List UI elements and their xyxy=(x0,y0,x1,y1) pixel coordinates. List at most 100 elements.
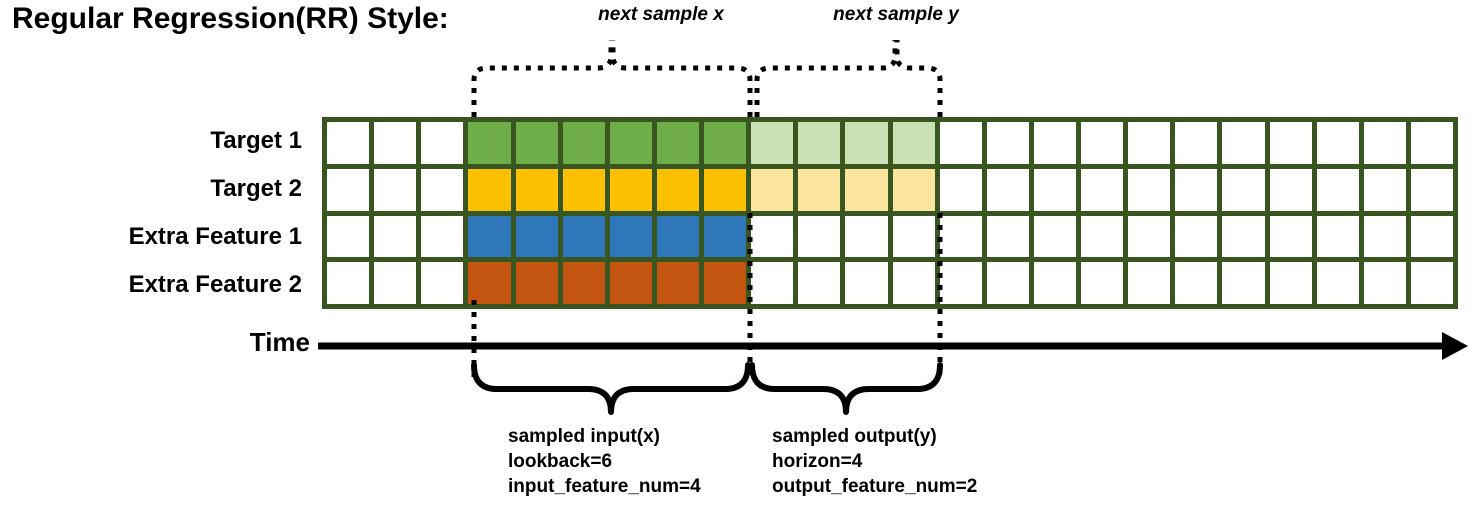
grid-cell xyxy=(656,122,699,164)
grid-cell xyxy=(327,122,370,164)
grid-cell xyxy=(798,122,841,164)
grid-cell xyxy=(1128,122,1171,164)
grid-cell xyxy=(562,215,605,258)
grid-cell xyxy=(515,215,558,258)
grid-cell xyxy=(1128,262,1171,304)
grid-cell xyxy=(1033,215,1076,258)
grid-cell xyxy=(892,168,935,211)
grid-cell xyxy=(1081,215,1124,258)
row-label-extra-feature-1: Extra Feature 1 xyxy=(128,223,302,250)
grid-cell xyxy=(986,168,1029,211)
grid-cell xyxy=(515,122,558,164)
grid-cell xyxy=(1175,122,1218,164)
grid-cell xyxy=(1081,168,1124,211)
row-label-extra-feature-2: Extra Feature 2 xyxy=(128,271,302,298)
grid-cell xyxy=(704,262,747,304)
grid-cell xyxy=(1410,262,1453,304)
grid-cell xyxy=(1081,262,1124,304)
grid-cell xyxy=(1363,168,1406,211)
grid-cell xyxy=(327,215,370,258)
grid-cell xyxy=(1363,262,1406,304)
grid-cell xyxy=(468,215,511,258)
grid-cell xyxy=(421,122,464,164)
timeseries-grid xyxy=(322,117,1458,309)
grid-cell xyxy=(562,122,605,164)
row-label-target-1: Target 1 xyxy=(210,127,302,154)
grid-cell xyxy=(468,168,511,211)
grid-cell xyxy=(515,168,558,211)
grid-cell xyxy=(656,215,699,258)
caption-sampled-output: sampled output(y) horizon=4 output_featu… xyxy=(772,424,977,499)
grid-cell xyxy=(1316,168,1359,211)
grid-cell xyxy=(1175,168,1218,211)
grid-cell xyxy=(939,215,982,258)
grid-cell xyxy=(1410,168,1453,211)
annotation-next-sample-y: next sample y xyxy=(833,4,959,25)
grid-cell xyxy=(1222,122,1265,164)
annotation-next-sample-x: next sample x xyxy=(598,4,724,25)
grid-cell xyxy=(515,262,558,304)
grid-cell xyxy=(1363,215,1406,258)
grid-cell xyxy=(1222,215,1265,258)
caption-sampled-input: sampled input(x) lookback=6 input_featur… xyxy=(508,424,701,499)
grid-cell xyxy=(1175,215,1218,258)
caption-output-line-1: sampled output(y) xyxy=(772,426,937,447)
grid-cell xyxy=(421,215,464,258)
caption-input-line-1: sampled input(x) xyxy=(508,426,661,447)
grid-cell xyxy=(656,168,699,211)
grid-cell xyxy=(845,168,888,211)
grid-cell xyxy=(327,262,370,304)
grid-cell xyxy=(986,122,1029,164)
grid-cell xyxy=(845,122,888,164)
grid-cell xyxy=(1363,122,1406,164)
grid-cell xyxy=(1128,168,1171,211)
grid-cell xyxy=(609,168,652,211)
caption-input-line-2: lookback=6 xyxy=(508,451,613,472)
grid-cell xyxy=(1269,122,1312,164)
grid-cell xyxy=(609,215,652,258)
grid-cell xyxy=(1269,262,1312,304)
grid-cell xyxy=(939,122,982,164)
grid-cell xyxy=(468,122,511,164)
grid-cell xyxy=(1033,262,1076,304)
page-title: Regular Regression(RR) Style: xyxy=(12,2,449,35)
grid-cell xyxy=(751,215,794,258)
caption-output-line-2: horizon=4 xyxy=(772,451,863,472)
grid-cell xyxy=(374,262,417,304)
grid-cell xyxy=(374,215,417,258)
grid-cell xyxy=(751,168,794,211)
grid-cell xyxy=(1316,262,1359,304)
grid-cell xyxy=(798,168,841,211)
grid-cell xyxy=(1269,168,1312,211)
time-axis-arrow xyxy=(318,332,1468,360)
grid-cell xyxy=(892,262,935,304)
row-label-target-2: Target 2 xyxy=(210,175,302,202)
grid-cell xyxy=(1410,122,1453,164)
grid-cell xyxy=(751,262,794,304)
grid-cell xyxy=(421,168,464,211)
grid-cell xyxy=(421,262,464,304)
grid-cell xyxy=(609,262,652,304)
grid-cell xyxy=(1269,215,1312,258)
grid-cell xyxy=(609,122,652,164)
grid-cell xyxy=(798,262,841,304)
grid-cell xyxy=(845,262,888,304)
caption-output-line-3: output_feature_num=2 xyxy=(772,476,978,497)
grid-cell xyxy=(892,122,935,164)
grid-cell xyxy=(892,215,935,258)
axis-label-time: Time xyxy=(249,327,310,357)
grid-cell xyxy=(1175,262,1218,304)
grid-cell xyxy=(704,215,747,258)
grid-cell xyxy=(1033,122,1076,164)
grid-cell xyxy=(1081,122,1124,164)
row-label-column: Target 1 Target 2 Extra Feature 1 Extra … xyxy=(0,117,312,309)
grid-cell xyxy=(1222,262,1265,304)
grid-cell xyxy=(1033,168,1076,211)
grid-cell xyxy=(1410,215,1453,258)
grid-cell xyxy=(1222,168,1265,211)
grid-cell xyxy=(845,215,888,258)
grid-cell xyxy=(1316,215,1359,258)
grid-cell xyxy=(374,122,417,164)
grid-cell xyxy=(374,168,417,211)
